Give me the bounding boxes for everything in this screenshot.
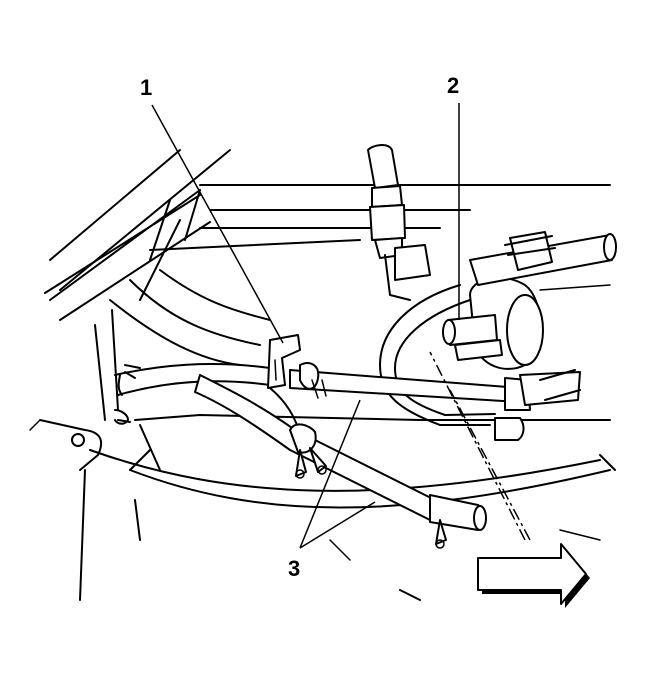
callout-3: 3 <box>288 556 300 581</box>
callout-labels: 1 2 3 <box>140 73 459 581</box>
air-pump-assembly <box>442 231 617 370</box>
left-hoses <box>114 334 301 425</box>
callout-2: 2 <box>447 73 459 98</box>
vertical-hose-fitting <box>367 144 431 301</box>
leader-lines <box>151 103 531 549</box>
upper-hose <box>289 362 581 441</box>
right-arrow-icon <box>477 543 590 608</box>
lower-hose <box>194 374 487 549</box>
vehicle-frame <box>29 149 616 601</box>
loop-hose <box>379 284 496 426</box>
callout-1: 1 <box>140 75 152 100</box>
